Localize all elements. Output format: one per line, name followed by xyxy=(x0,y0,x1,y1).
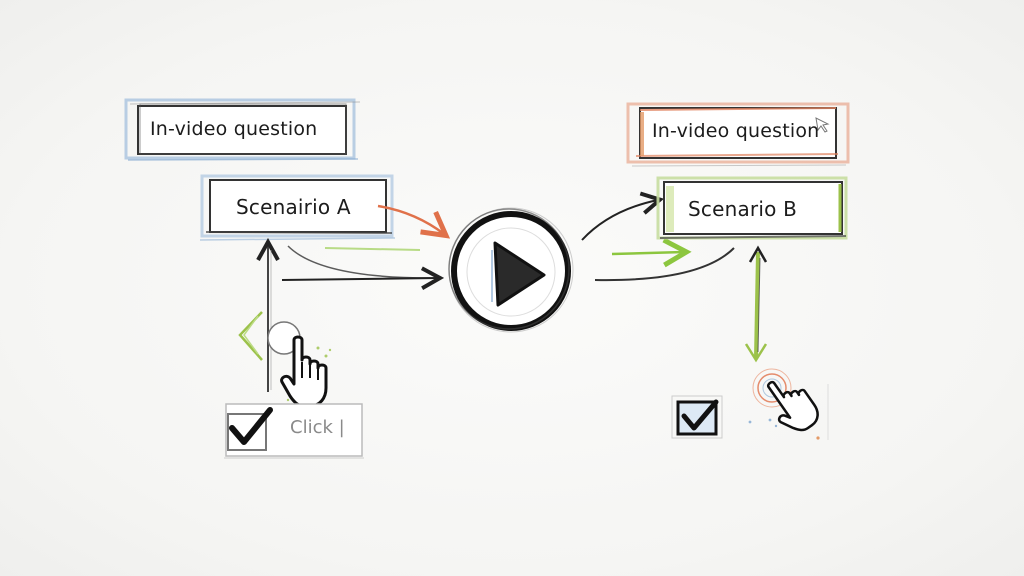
right-vertical-arrow xyxy=(744,245,768,363)
right-scenario-label: Scenario B xyxy=(688,197,798,221)
right-question-box xyxy=(626,102,850,167)
right-checkmark-icon xyxy=(681,399,719,431)
left-click-box xyxy=(224,403,364,459)
small-cursor-icon xyxy=(815,117,830,133)
left-checkmark-icon xyxy=(229,407,273,445)
right-hand-pointer-icon xyxy=(766,380,819,432)
left-scenario-label: Scenairio A xyxy=(236,195,351,219)
play-button-icon[interactable] xyxy=(448,207,574,333)
right-scenario-box xyxy=(656,176,848,240)
right-ripple xyxy=(752,368,792,408)
right-question-label: In-video question xyxy=(652,120,820,142)
right-checkbox[interactable] xyxy=(671,395,723,439)
left-scenario-box xyxy=(199,174,396,241)
left-hand-pointer-icon xyxy=(280,335,328,408)
left-click-label[interactable]: Click | xyxy=(290,417,345,438)
orange-arrow xyxy=(377,204,444,234)
left-question-label: In-video question xyxy=(150,118,318,140)
black-arrow-to-play xyxy=(281,278,438,280)
left-question-box xyxy=(124,98,361,161)
